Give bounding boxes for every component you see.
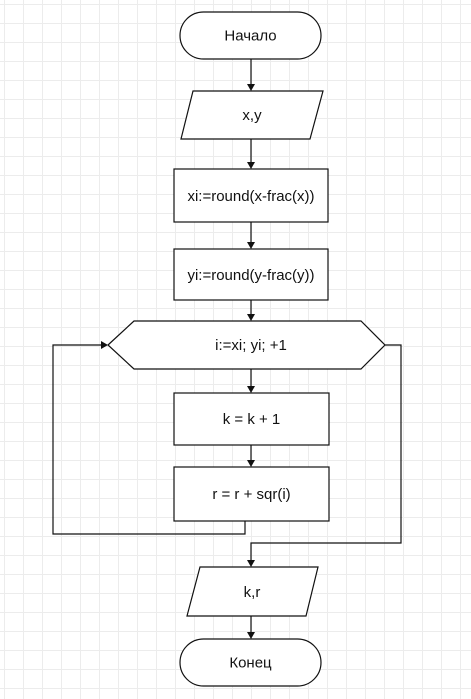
output-label: k,r — [244, 584, 261, 601]
inc-k-process-shape — [173, 392, 330, 446]
edge-inc-k-to-acc-r — [247, 445, 255, 467]
acc-r-label: r = r + sqr(i) — [212, 486, 290, 503]
input-label: x,y — [242, 107, 262, 124]
arrowhead-icon — [247, 632, 255, 639]
edge-loop-to-inc-k — [247, 369, 255, 393]
arrowhead-icon — [247, 560, 255, 567]
edge-xi-to-yi — [247, 222, 255, 249]
arrowhead-icon — [247, 314, 255, 321]
edge-input-to-xi — [247, 139, 255, 169]
input-parallelogram-shape — [180, 90, 324, 140]
arrowhead-icon — [247, 242, 255, 249]
end-label: Конец — [229, 655, 272, 672]
assign-xi-label: xi:=round(x-frac(x)) — [187, 188, 314, 205]
loop-label: i:=xi; yi; +1 — [215, 337, 287, 354]
acc-r-node[interactable]: r = r + sqr(i) — [173, 466, 330, 522]
arrowhead-icon — [247, 84, 255, 91]
output-parallelogram-shape — [186, 566, 319, 617]
input-node[interactable]: x,y — [180, 90, 324, 140]
edge-loop-exit — [247, 344, 402, 567]
start-label: Начало — [224, 28, 276, 45]
arrowhead-icon — [247, 460, 255, 467]
end-node[interactable]: Конец — [179, 638, 322, 687]
start-node[interactable]: Начало — [179, 11, 322, 60]
edge-loop-back — [52, 341, 246, 535]
assign-yi-label: yi:=round(y-frac(y)) — [187, 267, 314, 284]
acc-r-process-shape — [173, 466, 330, 522]
end-terminator-shape — [179, 638, 322, 687]
inc-k-node[interactable]: k = k + 1 — [173, 392, 330, 446]
output-node[interactable]: k,r — [186, 566, 319, 617]
edge-output-to-end — [247, 616, 255, 639]
arrowhead-icon — [247, 386, 255, 393]
assign-xi-node[interactable]: xi:=round(x-frac(x)) — [173, 168, 329, 223]
edge-yi-to-loop — [247, 300, 255, 321]
arrowhead-icon — [101, 341, 108, 349]
assign-yi-node[interactable]: yi:=round(y-frac(y)) — [173, 248, 329, 301]
edge-start-to-input — [247, 59, 255, 91]
arrowhead-icon — [247, 162, 255, 169]
loop-node[interactable]: i:=xi; yi; +1 — [107, 320, 386, 370]
inc-k-label: k = k + 1 — [223, 411, 281, 428]
assign-xi-process-shape — [173, 168, 329, 223]
